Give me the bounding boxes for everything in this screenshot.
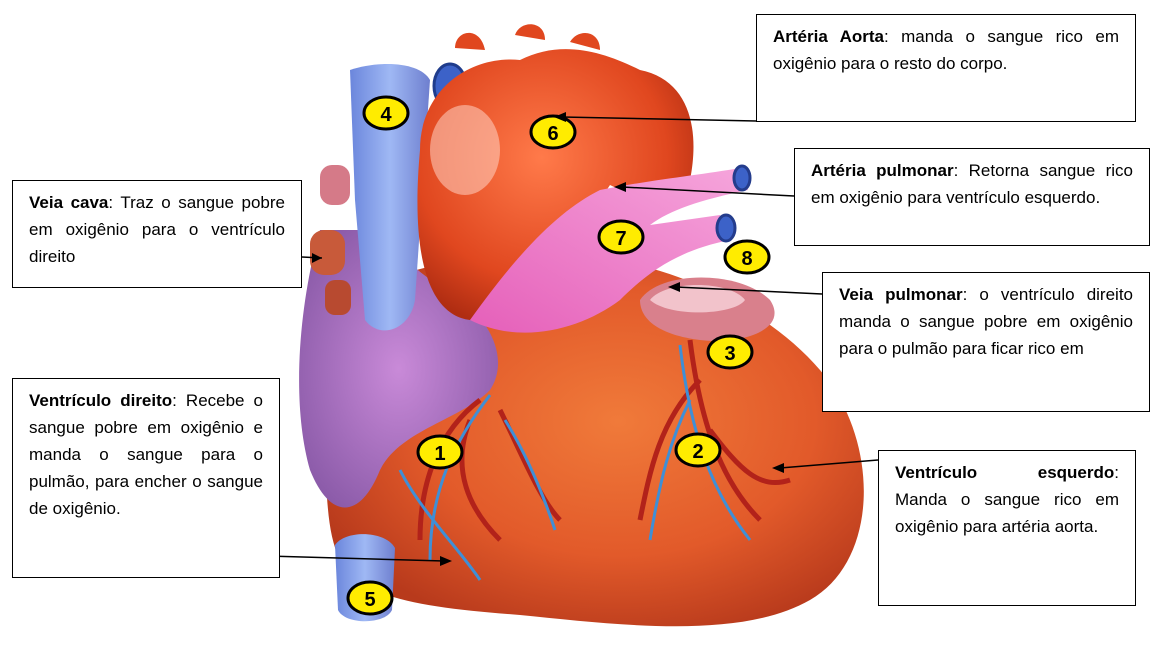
marker-2: 2 [676,434,720,466]
marker-1: 1 [418,436,462,468]
callout-left-ventricle: Ventrículo esquerdo: Manda o sangue rico… [878,450,1136,606]
callout-vena-cava: Veia cava: Traz o sangue pobre em oxigên… [12,180,302,288]
svg-text:3: 3 [724,343,735,365]
callout-pulmonary-vein: Veia pulmonar: o ventrículo direito mand… [822,272,1150,412]
svg-text:6: 6 [547,123,558,145]
marker-7: 7 [599,221,643,253]
callout-aorta: Artéria Aorta: manda o sangue rico em ox… [756,14,1136,122]
marker-6: 6 [531,116,575,148]
marker-8: 8 [725,241,769,273]
marker-3: 3 [708,336,752,368]
svg-text:1: 1 [434,443,445,465]
svg-text:5: 5 [364,589,375,611]
callout-pulmonary-artery: Artéria pulmonar: Retorna sangue rico em… [794,148,1150,246]
marker-5: 5 [348,582,392,614]
callout-right-ventricle: Ventrículo direito: Recebe o sangue pobr… [12,378,280,578]
svg-text:8: 8 [741,248,752,270]
svg-text:7: 7 [615,228,626,250]
svg-text:2: 2 [692,441,703,463]
svg-text:4: 4 [380,104,392,126]
marker-4: 4 [364,97,408,129]
